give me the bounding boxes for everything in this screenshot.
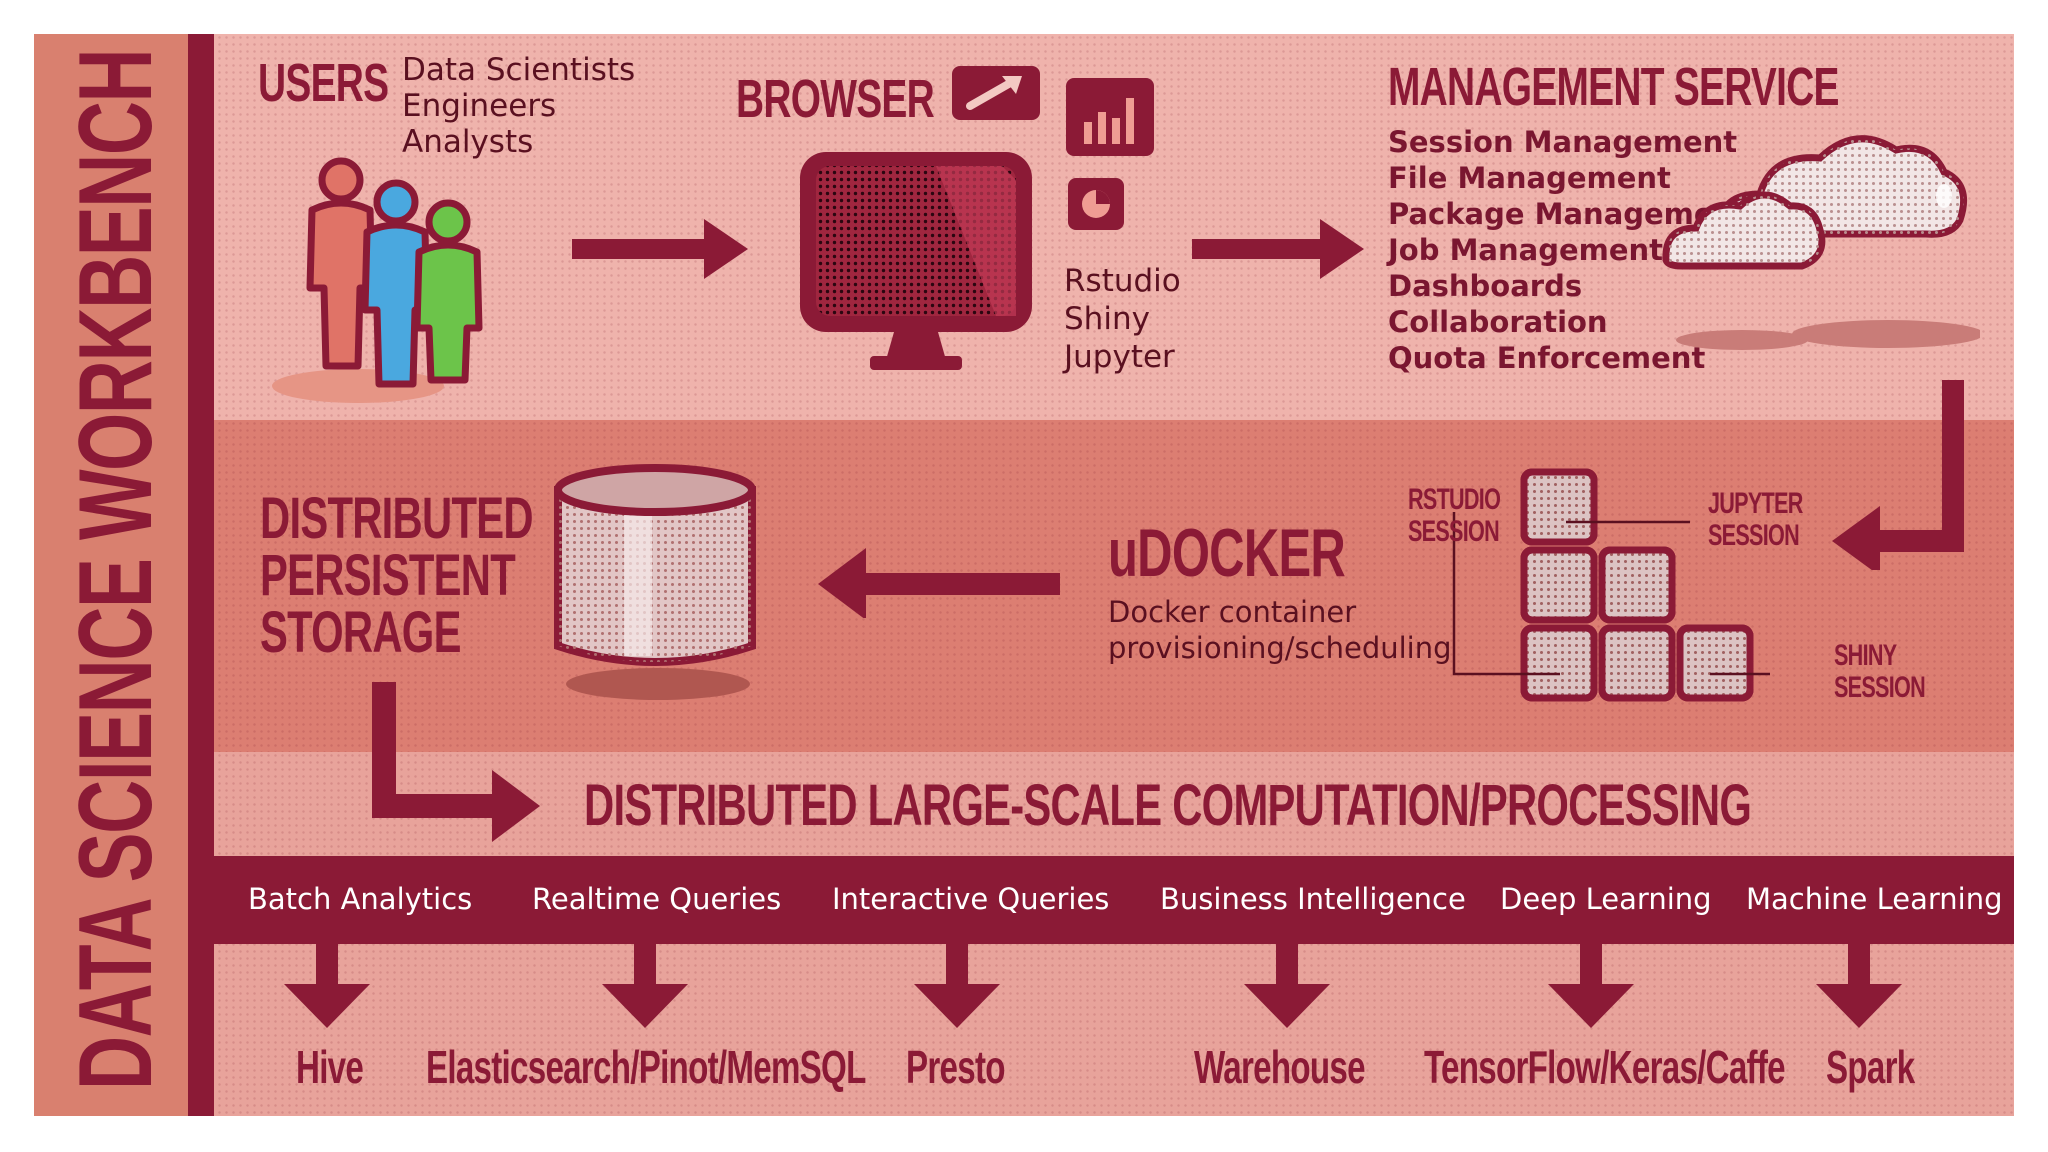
user-role-list: Data Scientists Engineers Analysts xyxy=(402,52,635,160)
arrow-storage-to-computation-icon xyxy=(372,682,540,842)
session-label-line: RSTUDIO xyxy=(1408,483,1501,516)
database-cylinder-icon xyxy=(554,464,756,700)
user-role: Data Scientists xyxy=(402,52,636,88)
tool-label: Spark xyxy=(1826,1041,1915,1093)
arrow-browser-to-management-icon xyxy=(1192,219,1364,279)
browser-app: Rstudio xyxy=(1064,263,1181,299)
management-feature: Quota Enforcement xyxy=(1388,341,1706,375)
browser-app-list: Rstudio Shiny Jupyter xyxy=(1064,262,1181,376)
session-label-line: SESSION xyxy=(1408,515,1500,548)
storage-label-line: PERSISTENT xyxy=(260,543,516,608)
users-heading: USERS xyxy=(258,53,389,113)
udocker-description-line: Docker container xyxy=(1108,595,1357,629)
pie-chart-icon xyxy=(1068,178,1124,230)
user-role: Engineers xyxy=(402,88,557,124)
tool-label: Elasticsearch/Pinot/MemSQL xyxy=(426,1041,866,1093)
down-arrow-icon xyxy=(284,944,370,1028)
computation-heading: DISTRIBUTED LARGE-SCALE COMPUTATION/PROC… xyxy=(584,773,1752,838)
tool-label: Warehouse xyxy=(1194,1041,1366,1093)
category-label: Batch Analytics xyxy=(248,882,473,916)
management-feature: Session Management xyxy=(1388,125,1738,159)
trend-arrow-icon xyxy=(952,66,1040,120)
category-label: Interactive Queries xyxy=(832,882,1110,916)
arrow-users-to-browser-icon xyxy=(572,219,748,279)
down-arrow-icon xyxy=(914,944,1000,1028)
tool-label: Hive xyxy=(296,1041,364,1093)
browser-app: Shiny xyxy=(1064,301,1150,337)
categories-bar xyxy=(214,856,2014,944)
session-label-line: SESSION xyxy=(1708,519,1800,552)
category-label: Realtime Queries xyxy=(532,882,782,916)
tool-label: Presto xyxy=(906,1041,1005,1093)
monitor-icon xyxy=(800,152,1032,370)
down-arrow-icon xyxy=(1816,944,1902,1028)
down-arrow-icon xyxy=(1548,944,1634,1028)
session-label-line: SHINY xyxy=(1834,639,1897,672)
storage-label-line: STORAGE xyxy=(260,600,461,665)
down-arrow-icon xyxy=(1244,944,1330,1028)
session-label-rstudio: RSTUDIO SESSION xyxy=(1408,483,1501,548)
storage-label: DISTRIBUTED PERSISTENT STORAGE xyxy=(260,486,534,665)
storage-label-line: DISTRIBUTED xyxy=(260,486,534,551)
cloud-icon xyxy=(1662,135,1980,350)
arrow-udocker-to-storage-icon xyxy=(818,548,1060,618)
side-strip xyxy=(34,34,188,1116)
category-label: Business Intelligence xyxy=(1160,882,1466,916)
down-arrow-icon xyxy=(602,944,688,1028)
category-label: Machine Learning xyxy=(1746,882,2003,916)
user-role: Analysts xyxy=(402,124,534,160)
browser-heading: BROWSER xyxy=(736,69,935,129)
category-label: Deep Learning xyxy=(1500,882,1712,916)
management-feature: File Management xyxy=(1388,161,1671,195)
session-label-jupyter: JUPYTER SESSION xyxy=(1708,488,1803,552)
udocker-description-line: provisioning/scheduling xyxy=(1108,631,1452,665)
management-heading: MANAGEMENT SERVICE xyxy=(1388,57,1839,117)
session-label-shiny: SHINY SESSION xyxy=(1834,639,1926,704)
users-icon xyxy=(272,157,483,403)
session-label-line: SESSION xyxy=(1834,671,1926,704)
tool-label: TensorFlow/Keras/Caffe xyxy=(1424,1041,1786,1093)
udocker-description: Docker container provisioning/scheduling xyxy=(1108,594,1452,666)
side-divider xyxy=(188,34,214,1116)
session-label-line: JUPYTER xyxy=(1708,487,1803,520)
side-title: DATA SCIENCE WORKBENCH xyxy=(58,49,174,1090)
browser-app: Jupyter xyxy=(1064,339,1175,375)
bar-chart-icon xyxy=(1066,78,1154,156)
arrow-management-to-sessions-icon xyxy=(1832,380,1964,570)
management-feature: Job Management xyxy=(1388,233,1664,267)
session-cubes-icon xyxy=(1452,468,1770,702)
udocker-heading: uDOCKER xyxy=(1108,515,1346,591)
management-feature: Dashboards xyxy=(1388,269,1583,303)
management-feature-list: Session Management File Management Packa… xyxy=(1388,124,1748,376)
management-feature: Collaboration xyxy=(1388,305,1608,339)
